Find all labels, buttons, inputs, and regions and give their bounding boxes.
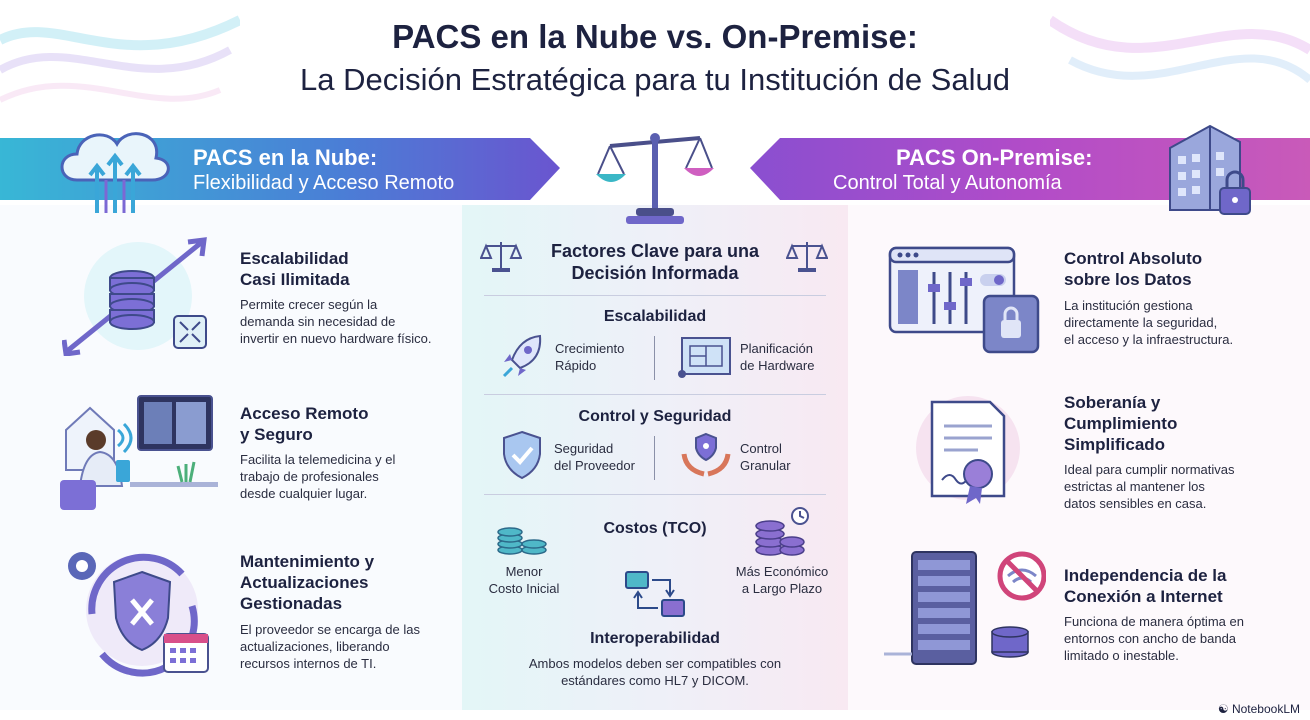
cloud-item-desc: Facilita la telemedicina y el trabajo de… bbox=[240, 452, 396, 501]
costs-heading: Costos (TCO) bbox=[603, 520, 707, 537]
notebooklm-logo-icon: ☯ bbox=[1217, 702, 1229, 716]
interoperability-icon bbox=[625, 571, 685, 617]
security-heading: Control y Seguridad bbox=[578, 408, 732, 425]
shield-check-icon bbox=[503, 430, 541, 480]
cloud-item-title: Escalabilidad Casi Ilimitada bbox=[240, 249, 350, 289]
divider bbox=[484, 494, 826, 495]
page-subtitle: La Decisión Estratégica para tu Instituc… bbox=[300, 62, 1010, 97]
long-term-savings-label: Más Económico a Largo Plazo bbox=[735, 564, 829, 596]
control-panel-lock-icon bbox=[888, 246, 1040, 354]
building-lock-icon bbox=[1169, 124, 1251, 215]
cloud-item-title: Acceso Remoto y Seguro bbox=[240, 404, 369, 444]
onprem-item-title: Control Absoluto sobre los Datos bbox=[1064, 249, 1203, 289]
cloud-banner-title: PACS en la Nube: bbox=[193, 145, 378, 170]
onprem-item-desc: La institución gestiona directamente la … bbox=[1064, 298, 1234, 347]
cloud-banner-subtitle: Flexibilidad y Acceso Remoto bbox=[193, 172, 455, 194]
certificate-icon bbox=[916, 396, 1020, 504]
onprem-item-desc: Funciona de manera óptima en entornos co… bbox=[1064, 614, 1244, 663]
low-initial-cost-label: Menor Costo Inicial bbox=[488, 564, 560, 596]
maintenance-shield-icon bbox=[68, 552, 209, 677]
provider-security-label: Seguridad del Proveedor bbox=[554, 441, 635, 473]
footer-brand: ☯ NotebookLM bbox=[1217, 702, 1300, 716]
scalability-heading: Escalabilidad bbox=[603, 308, 707, 325]
factors-heading: Factores Clave para una Decisión Informa… bbox=[550, 241, 760, 283]
interoperability-desc: Ambos modelos deben ser compatibles con … bbox=[528, 656, 782, 688]
divider bbox=[484, 394, 826, 395]
cloud-upload-icon bbox=[60, 132, 170, 213]
cloud-item-desc: Permite crecer según la demanda sin nece… bbox=[240, 297, 432, 346]
small-scale-icon-left bbox=[480, 242, 522, 272]
decorative-swirl-left bbox=[0, 15, 240, 103]
small-scale-icon-right bbox=[786, 242, 828, 272]
onprem-item-desc: Ideal para cumplir normativas estrictas … bbox=[1064, 462, 1235, 511]
onprem-banner-title: PACS On-Premise: bbox=[896, 145, 1093, 170]
decorative-swirl-right bbox=[1050, 15, 1310, 84]
onprem-banner-subtitle: Control Total y Autonomía bbox=[833, 172, 1062, 194]
blueprint-icon bbox=[678, 337, 731, 378]
cloud-item-desc: El proveedor se encarga de las actualiza… bbox=[240, 622, 420, 671]
interoperability-heading: Interoperabilidad bbox=[590, 630, 720, 647]
cloud-item-title: Mantenimiento y Actualizaciones Gestiona… bbox=[240, 552, 375, 613]
page-title: PACS en la Nube vs. On-Premise: bbox=[392, 18, 918, 55]
server-no-wifi-icon bbox=[884, 551, 1046, 665]
fast-growth-label: Crecimiento Rápido bbox=[555, 341, 625, 373]
hands-shield-icon bbox=[681, 432, 731, 477]
divider bbox=[654, 336, 655, 380]
balance-scale-icon bbox=[596, 133, 714, 224]
hardware-planning-label: Planificación de Hardware bbox=[740, 341, 815, 373]
coins-icon bbox=[497, 527, 547, 555]
divider bbox=[484, 295, 826, 296]
remote-doctor-icon bbox=[60, 395, 218, 510]
database-scale-icon bbox=[62, 237, 207, 356]
divider bbox=[654, 436, 655, 480]
onprem-item-title: Independencia de la Conexión a Internet bbox=[1064, 566, 1227, 606]
rocket-icon bbox=[502, 334, 542, 378]
coins-clock-icon bbox=[755, 507, 809, 556]
onprem-item-title: Soberanía y Cumplimiento Simplificado bbox=[1064, 393, 1178, 454]
granular-control-label: Control Granular bbox=[740, 441, 791, 473]
